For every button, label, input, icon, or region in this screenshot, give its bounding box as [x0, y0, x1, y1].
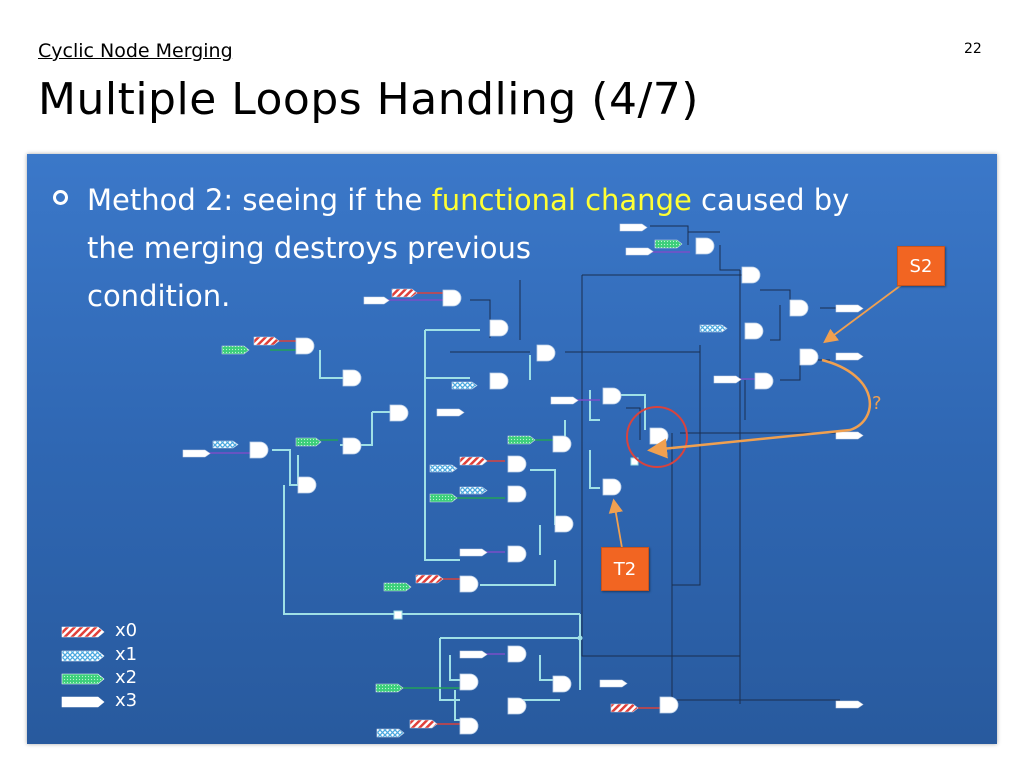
legend-swatch-x3 — [61, 696, 105, 708]
legend-label-x3: x3 — [115, 690, 138, 711]
legend-label-x2: x2 — [115, 667, 138, 688]
slide-subtitle: Cyclic Node Merging — [38, 40, 233, 62]
bullet-text: Method 2: seeing if the functional chang… — [87, 176, 957, 320]
legend-swatch-x2 — [61, 673, 105, 685]
merge-box-lower — [393, 610, 403, 620]
legend-label-x0: x0 — [115, 620, 138, 641]
legend-label-x1: x1 — [115, 644, 138, 665]
legend-swatch-x1 — [61, 650, 105, 662]
callout-t2: T2 — [601, 547, 649, 591]
highlight-circle — [626, 406, 688, 468]
bullet-text-start: Method 2: seeing if the — [87, 183, 432, 217]
slide-title: Multiple Loops Handling (4/7) — [38, 74, 699, 125]
input-tags — [182, 223, 864, 738]
bullet-line-2: the merging destroys previous — [87, 231, 532, 265]
dark-wires — [450, 225, 860, 704]
bullet-text-end: caused by — [691, 183, 850, 217]
and-gates — [249, 237, 819, 735]
legend-swatch-x0 — [61, 626, 105, 638]
junction-dot — [577, 635, 583, 641]
bullet-marker-icon — [53, 190, 68, 205]
orange-arrows — [608, 279, 909, 549]
purple-wires — [205, 251, 755, 655]
question-mark: ? — [872, 393, 882, 414]
callout-s2: S2 — [897, 246, 945, 286]
bullet-line-3: condition. — [87, 279, 231, 313]
page-number: 22 — [964, 41, 982, 57]
bullet-highlight: functional change — [431, 183, 692, 217]
green-wires — [270, 349, 553, 689]
cyan-wires — [272, 329, 646, 721]
